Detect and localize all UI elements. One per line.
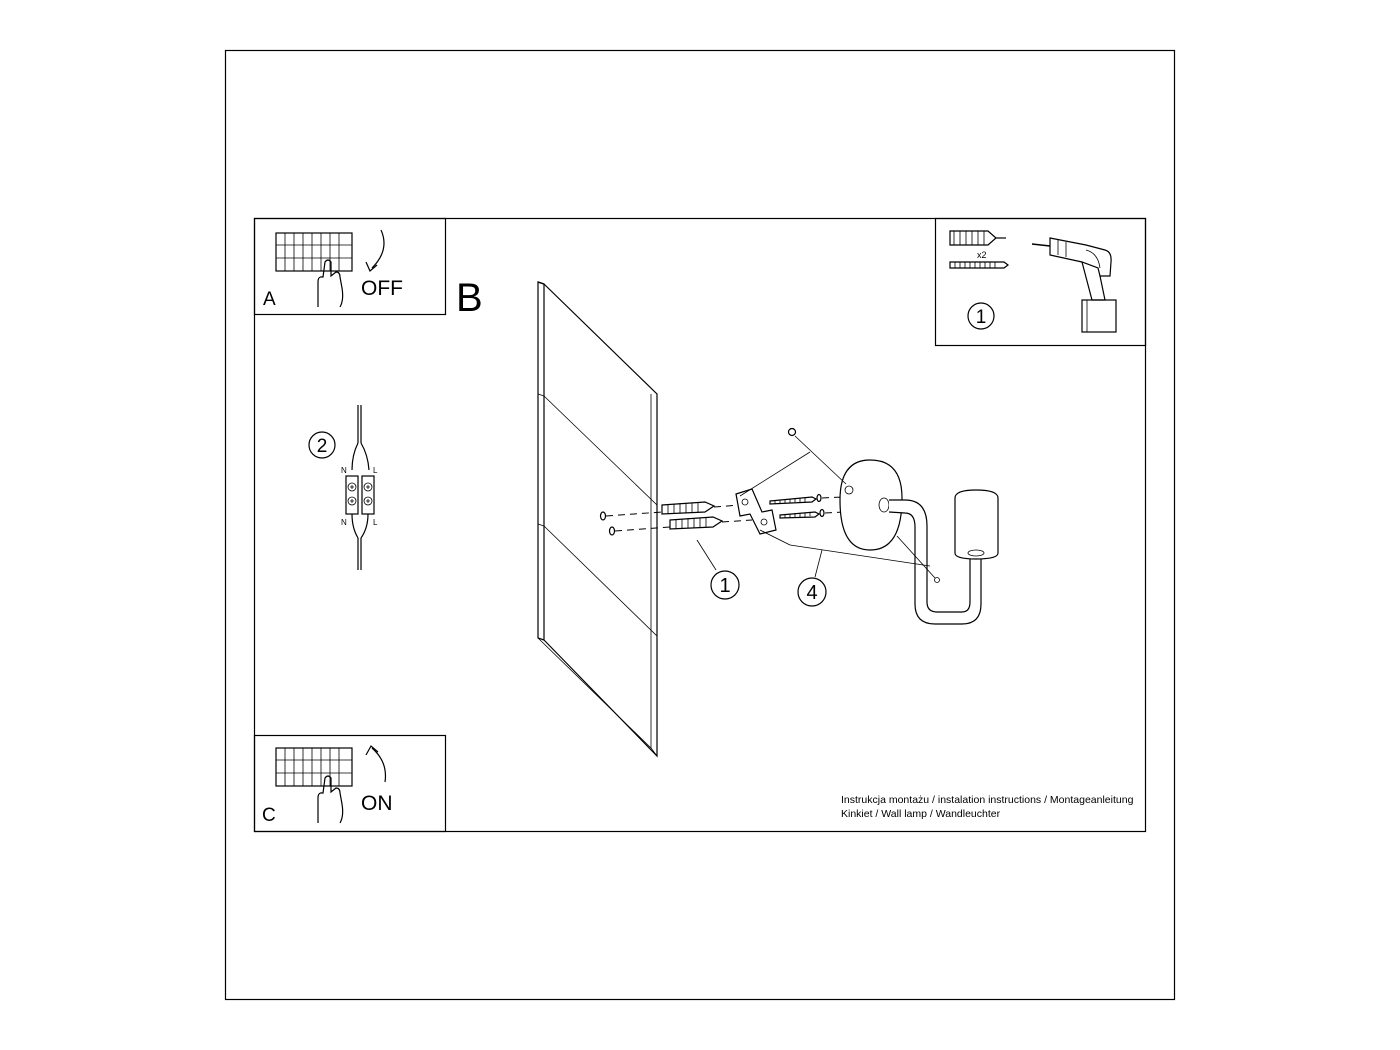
terminal-block-icon	[345, 475, 375, 515]
panel-c-letter: C	[262, 805, 276, 826]
mounting-bracket	[735, 488, 777, 535]
wire-label-l-top: L	[373, 466, 378, 475]
dowel-upper	[661, 501, 716, 515]
mount-step-circle	[797, 577, 827, 607]
wiring-step-number: 2	[317, 436, 328, 457]
panel-b-letter: B	[456, 276, 483, 320]
footer-subtitle: Kinkiet / Wall lamp / Wandleuchter	[841, 808, 1001, 820]
tools-step-circle	[967, 302, 995, 330]
panel-a: A OFF	[253, 217, 447, 316]
tools-panel: x2 1	[934, 217, 1147, 347]
footer-title: Instrukcja montażu / instalation instruc…	[841, 794, 1134, 806]
screw-icon	[949, 261, 1009, 269]
wire-label-n-bottom: N	[341, 518, 347, 527]
dowel-step-circle	[710, 570, 740, 600]
lamp-shade	[954, 489, 999, 560]
panel-c-label: ON	[361, 792, 393, 815]
tools-step-number: 1	[976, 307, 987, 328]
arrow-down-icon	[371, 229, 385, 269]
panel-a-label: OFF	[361, 277, 403, 300]
screw-upper	[769, 493, 822, 505]
dowel-lower	[669, 516, 724, 530]
dowel-step-number: 1	[719, 575, 730, 597]
drill-icon	[1031, 237, 1117, 333]
mount-step-number: 4	[806, 582, 817, 604]
screw-lower	[779, 508, 825, 519]
wall-lamp	[739, 427, 999, 625]
arrow-up-icon	[371, 747, 387, 783]
set-screw	[787, 427, 797, 437]
wire-label-l-bottom: L	[373, 518, 378, 527]
wall-plug-icon	[949, 230, 1006, 246]
panel-a-letter: A	[263, 289, 276, 310]
lamp-canopy	[839, 459, 903, 551]
breaker-switch-off-icon	[275, 232, 353, 308]
wall-slab	[537, 281, 658, 758]
page-border	[224, 49, 1176, 1001]
wiring-step-circle	[308, 431, 336, 459]
wiring-diagram: 2 N L N L	[308, 405, 378, 570]
fixings	[599, 488, 846, 536]
breaker-switch-on-icon	[275, 747, 353, 824]
diagram-frame	[253, 217, 1147, 833]
panel-c: C ON	[253, 734, 447, 833]
quantity-label: x2	[977, 250, 987, 260]
wire-label-n-top: N	[341, 466, 347, 475]
